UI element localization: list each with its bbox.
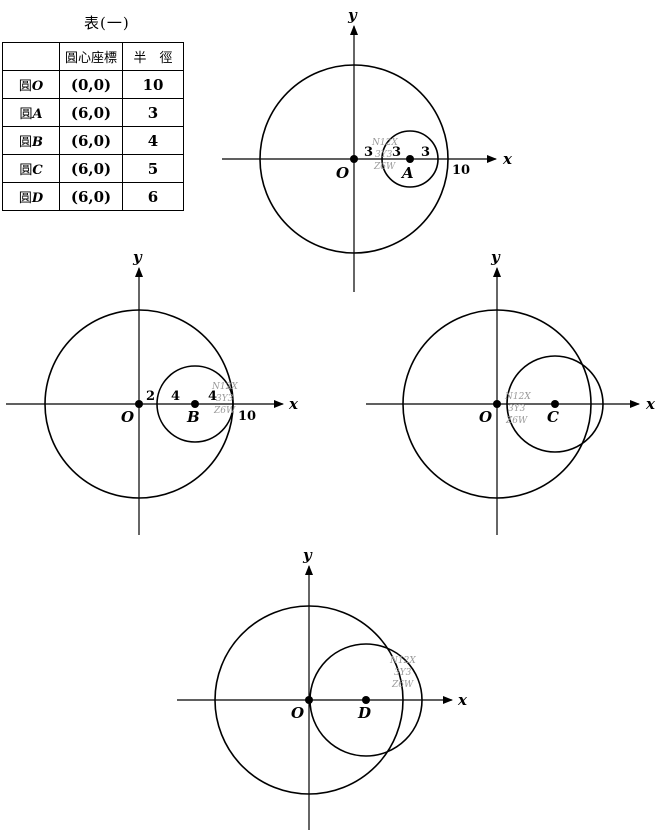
- row-letter: B: [32, 135, 43, 150]
- circle-o: [259, 64, 449, 254]
- gap-label: 3: [364, 145, 373, 160]
- figure-circle-d: x y O D N12X 3Y3 Z6W: [177, 546, 468, 830]
- y-label: y: [490, 248, 501, 266]
- y-label: y: [132, 248, 143, 266]
- row-center: (6,0): [59, 182, 123, 211]
- center-label: B: [186, 408, 200, 426]
- row-name: 圓A: [2, 98, 60, 127]
- table-caption: 表(一): [84, 14, 130, 32]
- origin-dot: [493, 400, 501, 408]
- origin-dot: [305, 696, 313, 704]
- row-radius: 6: [122, 182, 184, 211]
- inner-right-label: 4: [208, 389, 217, 404]
- row-name: 圓O: [2, 70, 60, 99]
- row-center: (0,0): [59, 70, 123, 99]
- inner-left-label: 3: [392, 145, 401, 160]
- watermark-line2: 3Y3: [394, 668, 412, 678]
- origin-label: O: [121, 408, 134, 426]
- figure-circle-b: x y O B 2 4 4 10 N12X 3Y3 Z6W: [6, 248, 299, 535]
- watermark-line1: N12X: [211, 382, 238, 392]
- center-dot: [191, 400, 199, 408]
- x-label: x: [457, 691, 468, 709]
- center-dot: [551, 400, 559, 408]
- row-letter: O: [31, 79, 44, 94]
- center-dot: [362, 696, 370, 704]
- figure-circle-a: x y O A 3 3 3 10 N12X 3Y3 Z6W: [222, 6, 513, 292]
- circle-o: [214, 605, 404, 795]
- watermark-line1: N12X: [389, 656, 416, 666]
- inner-left-label: 4: [171, 389, 180, 404]
- table-row: 圓D (6,0) 6: [2, 182, 184, 211]
- origin-label: O: [336, 164, 349, 182]
- row-letter: C: [32, 163, 43, 178]
- x-label: x: [288, 395, 299, 413]
- y-label: y: [347, 6, 358, 24]
- row-name: 圓B: [2, 126, 60, 155]
- circle-b: [156, 365, 234, 443]
- circle-a: [381, 130, 439, 188]
- watermark-line3: Z6W: [391, 680, 414, 690]
- x-label: x: [645, 395, 656, 413]
- origin-label: O: [291, 704, 304, 722]
- row-letter: A: [32, 107, 43, 122]
- header-center: 圓心座標: [59, 42, 123, 71]
- center-dot: [406, 155, 414, 163]
- center-label: A: [400, 164, 414, 182]
- watermark-line2: 3Y3: [375, 150, 393, 160]
- row-prefix: 圓: [18, 79, 32, 94]
- origin-dot: [350, 155, 358, 163]
- outer-radius-label: 10: [238, 409, 256, 424]
- header-blank: [2, 42, 60, 71]
- table-row: 圓B (6,0) 4: [2, 126, 184, 155]
- watermark-line1: N12X: [371, 138, 398, 148]
- row-center: (6,0): [59, 98, 123, 127]
- row-radius: 4: [122, 126, 184, 155]
- center-label: C: [547, 408, 559, 426]
- row-prefix: 圓: [19, 163, 33, 178]
- origin-label: O: [479, 408, 492, 426]
- table-row: 圓O (0,0) 10: [2, 70, 184, 99]
- x-label: x: [502, 150, 513, 168]
- watermark-line2: 3Y3: [508, 404, 526, 414]
- row-prefix: 圓: [18, 191, 32, 206]
- table-row: 圓A (6,0) 3: [2, 98, 184, 127]
- watermark-line3: Z6W: [373, 162, 396, 172]
- y-label: y: [302, 546, 313, 564]
- row-radius: 10: [122, 70, 184, 99]
- watermark-line2: 3Y3: [216, 394, 234, 404]
- center-label: D: [357, 704, 371, 722]
- row-name: 圓D: [2, 182, 60, 211]
- row-letter: D: [31, 191, 44, 206]
- outer-radius-label: 10: [452, 163, 470, 178]
- row-prefix: 圓: [19, 107, 33, 122]
- circle-table: 圓心座標 半 徑 圓O (0,0) 10 圓A (6,0) 3 圓B (6,0)…: [2, 42, 184, 211]
- inner-right-label: 3: [421, 145, 430, 160]
- watermark-line1: N12X: [504, 392, 531, 402]
- row-center: (6,0): [59, 154, 123, 183]
- table-header-row: 圓心座標 半 徑: [2, 42, 184, 71]
- watermark-line3: Z6W: [505, 416, 528, 426]
- gap-label: 2: [146, 389, 155, 404]
- row-prefix: 圓: [18, 135, 32, 150]
- figure-circle-c: x y O C N12X 3Y3 Z6W: [366, 248, 656, 535]
- origin-dot: [135, 400, 143, 408]
- circle-c: [506, 355, 604, 453]
- watermark-line3: Z6W: [213, 406, 236, 416]
- circle-o: [402, 309, 592, 499]
